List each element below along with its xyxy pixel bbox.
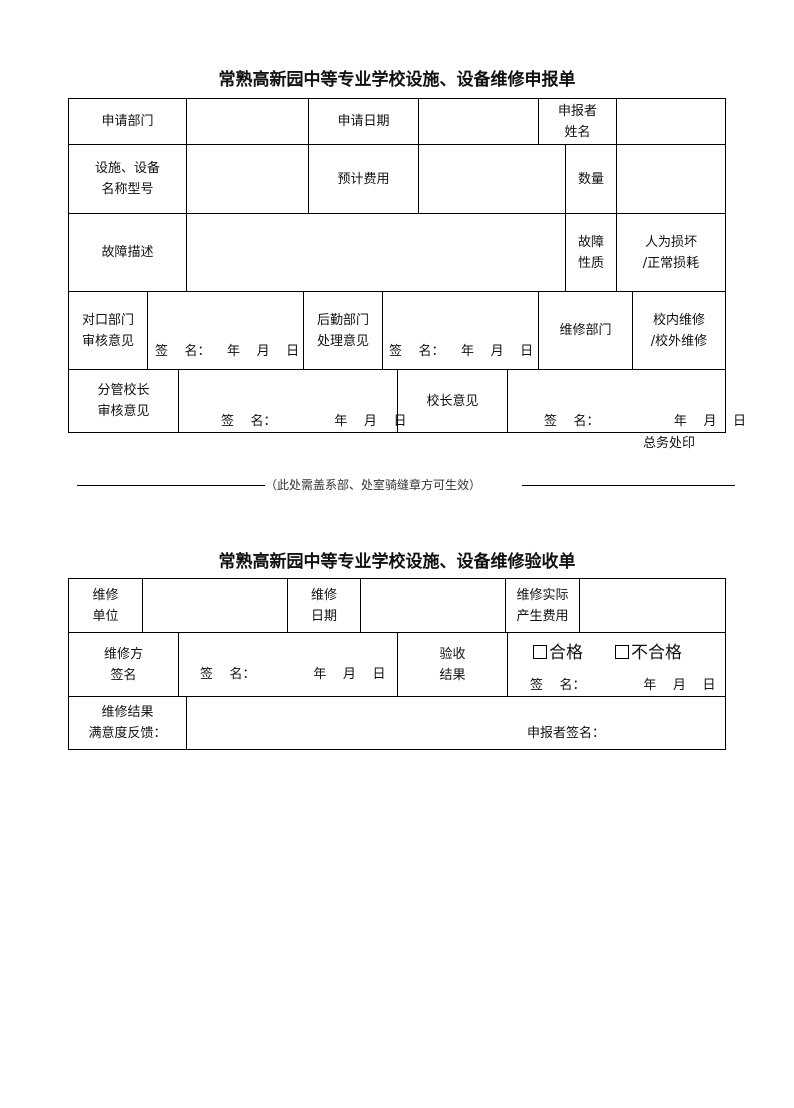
repair-unit-field[interactable] xyxy=(143,579,287,632)
equipment-label: 设施、设备 名称型号 xyxy=(94,161,160,197)
date-label: 申请日期 xyxy=(337,114,390,129)
fault-nature-options[interactable]: 人为损坏 /正常损耗 xyxy=(642,234,700,271)
repair-options[interactable]: 校内维修 /校外维修 xyxy=(650,312,708,349)
cost-field[interactable] xyxy=(419,145,565,213)
repair-date-label: 维修 日期 xyxy=(310,587,337,624)
quantity-field[interactable] xyxy=(617,145,725,213)
acceptance-signature: 签 名： 年 月 日 xyxy=(530,678,716,693)
cost-label: 预计费用 xyxy=(337,171,390,187)
principal-signature: 签 名： 年 月 日 xyxy=(544,414,746,429)
repair-unit-label: 维修 单位 xyxy=(92,587,119,624)
fault-desc-label: 故障描述 xyxy=(101,245,154,260)
applicant-field[interactable] xyxy=(617,99,725,144)
fault-desc-field[interactable] xyxy=(187,214,565,291)
form2-title: 常熟高新园中等专业学校设施、设备维修验收单 xyxy=(218,552,576,572)
vice-principal-label: 分管校长 审核意见 xyxy=(97,383,150,419)
principal-label: 校长意见 xyxy=(426,393,479,409)
contact-dept-label: 对口部门 审核意见 xyxy=(81,312,134,349)
quantity-label: 数量 xyxy=(577,171,604,187)
logistics-signature: 签 名： 年 月 日 xyxy=(389,344,534,359)
applicant-signature: 申报者签名： xyxy=(527,726,606,741)
dept-field[interactable] xyxy=(187,99,308,144)
form1-title: 常熟高新园中等专业学校设施、设备维修申报单 xyxy=(218,70,576,90)
repair-signer-field[interactable] xyxy=(179,633,397,696)
actual-cost-field[interactable] xyxy=(580,579,725,632)
separator-note: （此处需盖系部、处室骑缝章方可生效） xyxy=(265,478,482,492)
checkbox-icon[interactable] xyxy=(533,645,547,659)
stamp-note: 总务处印 xyxy=(643,436,696,451)
acceptance-label: 验收 结果 xyxy=(439,646,466,683)
feedback-label: 维修结果 满意度反馈： xyxy=(88,705,167,741)
actual-cost-label: 维修实际 产生费用 xyxy=(516,587,569,624)
feedback-field[interactable] xyxy=(187,697,725,749)
vice-principal-signature: 签 名： 年 月 日 xyxy=(221,414,407,429)
date-field[interactable] xyxy=(419,99,538,144)
repair-date-field[interactable] xyxy=(361,579,505,632)
repair-signer-signature: 签 名： 年 月 日 xyxy=(200,667,386,682)
contact-dept-signature: 签 名： 年 月 日 xyxy=(155,344,300,359)
fault-nature-label: 故障 性质 xyxy=(577,234,604,271)
dept-label: 申请部门 xyxy=(101,114,154,129)
applicant-label: 申报者 姓名 xyxy=(557,103,597,140)
logistics-label: 后勤部门 处理意见 xyxy=(316,312,369,349)
equipment-field[interactable] xyxy=(187,145,308,213)
repair-dept-label: 维修部门 xyxy=(559,323,612,338)
checkbox-icon[interactable] xyxy=(615,645,629,659)
pass-option[interactable]: 合格 xyxy=(533,645,583,662)
fail-option[interactable]: 不合格 xyxy=(615,645,682,662)
repair-signer-label: 维修方 签名 xyxy=(103,646,143,683)
